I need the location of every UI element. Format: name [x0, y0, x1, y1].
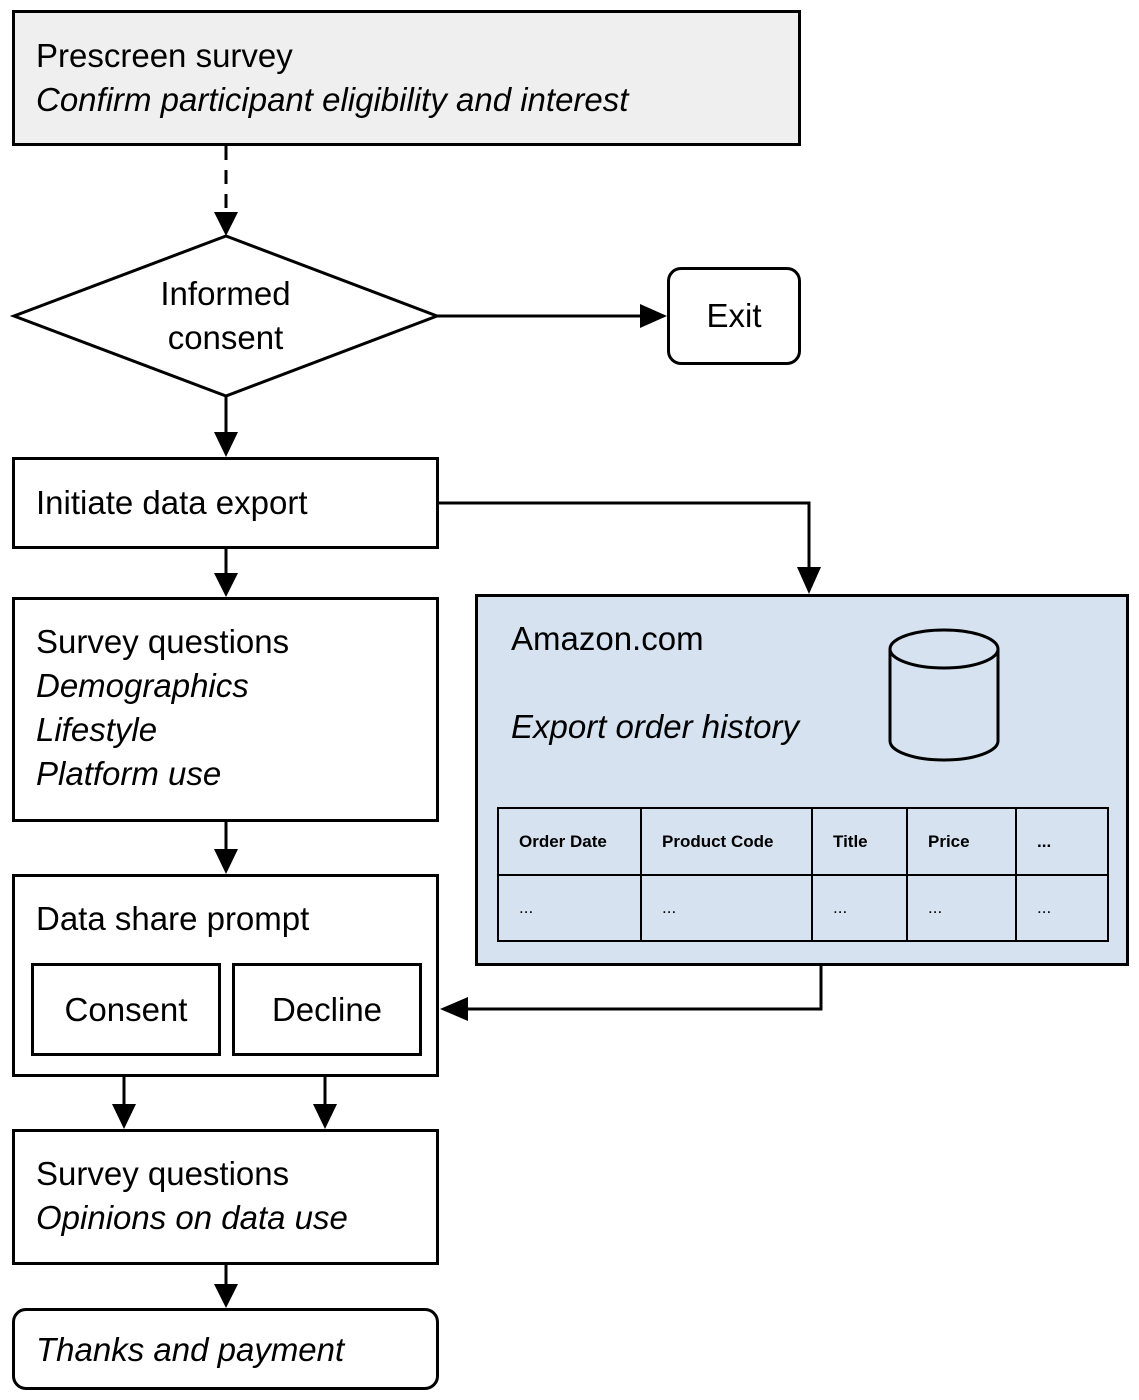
- survey-item-lifestyle: Lifestyle: [36, 711, 158, 748]
- prescreen-box: Prescreen survey Confirm participant eli…: [12, 10, 801, 146]
- initiate-export-box: Initiate data export: [12, 457, 439, 549]
- survey-opinions-title: Survey questions: [36, 1155, 290, 1192]
- consent-option-box: Consent: [31, 963, 221, 1056]
- survey-item-demographics: Demographics: [36, 667, 249, 704]
- survey-opinions-subtitle: Opinions on data use: [36, 1199, 348, 1236]
- table-header-product-code: Product Code: [662, 831, 774, 851]
- table-cell: ...: [928, 898, 943, 917]
- table-header-order-date: Order Date: [519, 831, 607, 851]
- exit-label: Exit: [706, 297, 762, 334]
- survey-questions-title: Survey questions: [36, 623, 290, 660]
- arrow-amazon-to-share: [465, 965, 823, 1011]
- table-header-more: ...: [1037, 831, 1052, 851]
- amazon-export-label: Export order history: [511, 708, 799, 745]
- data-share-prompt-box: Data share prompt Consent Decline: [12, 874, 439, 1077]
- table-header-title: Title: [833, 831, 868, 851]
- table-header-price: Price: [928, 831, 970, 851]
- data-share-prompt-title: Data share prompt: [36, 900, 310, 937]
- initiate-export-label: Initiate data export: [36, 484, 308, 521]
- order-history-table: Order Date Product Code Title Price ... …: [497, 807, 1109, 942]
- survey-item-platform-use: Platform use: [36, 755, 222, 792]
- prescreen-subtitle: Confirm participant eligibility and inte…: [36, 81, 629, 118]
- amazon-box: Amazon.com Export order history Order Da…: [475, 594, 1129, 966]
- survey-opinions-box: Survey questions Opinions on data use: [12, 1129, 439, 1265]
- decline-option-label: Decline: [271, 990, 383, 1028]
- amazon-title: Amazon.com: [511, 620, 704, 657]
- thanks-payment-label: Thanks and payment: [36, 1331, 345, 1368]
- thanks-payment-box: Thanks and payment: [12, 1308, 439, 1390]
- prescreen-title: Prescreen survey: [36, 37, 293, 74]
- table-cell: ...: [662, 898, 677, 917]
- decline-option-box: Decline: [232, 963, 422, 1056]
- informed-consent-label-1: Informed: [160, 275, 291, 312]
- table-cell: ...: [519, 898, 534, 917]
- survey-questions-box: Survey questions Demographics Lifestyle …: [12, 597, 439, 822]
- consent-option-label: Consent: [64, 990, 188, 1028]
- table-cell: ...: [833, 898, 848, 917]
- database-icon: [888, 628, 1000, 762]
- table-cell: ...: [1037, 898, 1052, 917]
- informed-consent-label-2: consent: [167, 319, 284, 356]
- exit-box: Exit: [667, 267, 801, 365]
- arrow-initiate-to-amazon: [438, 501, 811, 570]
